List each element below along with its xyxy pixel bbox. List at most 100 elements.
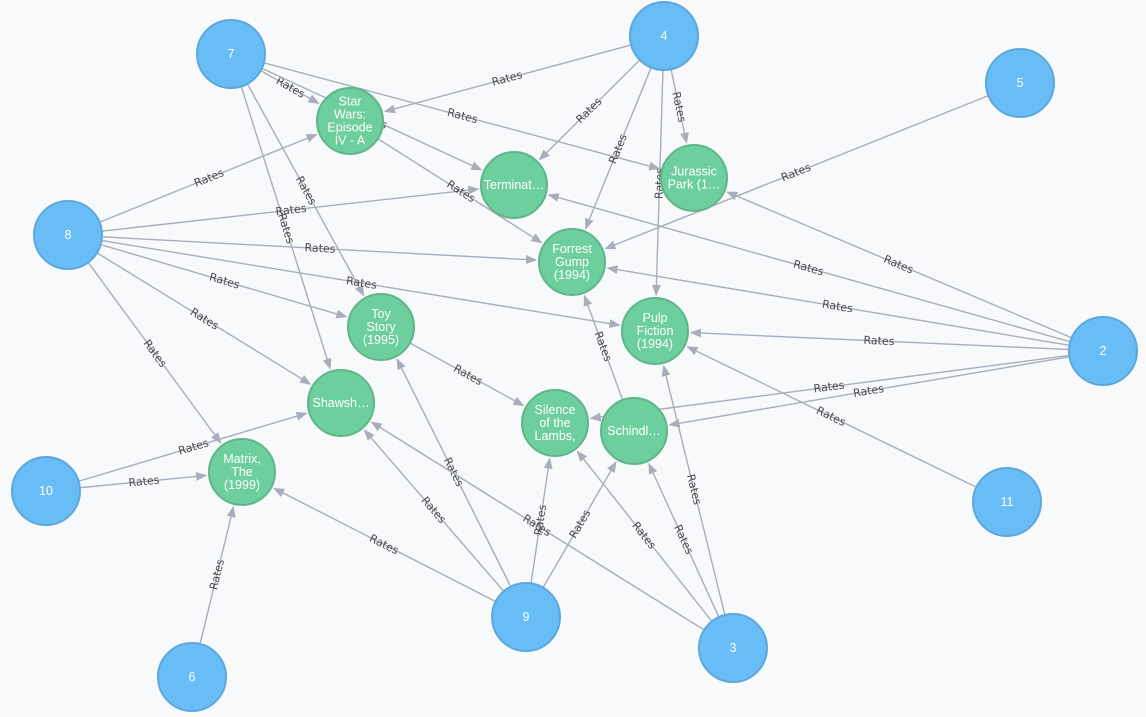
edge-line[interactable] xyxy=(583,294,623,400)
edge-rates-u9-silence[interactable]: Rates xyxy=(530,457,553,583)
node-circle[interactable] xyxy=(521,389,589,457)
edge-line[interactable] xyxy=(247,84,365,297)
edge-line[interactable] xyxy=(378,138,543,244)
edge-line[interactable] xyxy=(604,95,988,250)
node-circle[interactable] xyxy=(347,293,415,361)
edge-line[interactable] xyxy=(576,450,712,621)
user-node-u5[interactable]: 5 xyxy=(985,48,1055,118)
user-node-u9[interactable]: 9 xyxy=(491,582,561,652)
edge-line[interactable] xyxy=(102,185,480,232)
node-circle[interactable] xyxy=(157,642,227,712)
node-circle[interactable] xyxy=(11,456,81,526)
edge-line[interactable] xyxy=(668,356,1069,428)
node-circle[interactable] xyxy=(316,87,384,155)
edge-line[interactable] xyxy=(273,487,496,602)
edge-line[interactable] xyxy=(199,505,236,644)
user-node-u7[interactable]: 7 xyxy=(196,19,266,89)
edge-line[interactable] xyxy=(88,262,222,444)
node-circle[interactable] xyxy=(33,200,103,270)
node-circle[interactable] xyxy=(196,19,266,89)
edge-line[interactable] xyxy=(101,244,348,319)
node-circle[interactable] xyxy=(1068,316,1138,386)
edge-line[interactable] xyxy=(396,358,511,587)
edge-line[interactable] xyxy=(686,346,976,488)
user-node-u8[interactable]: 8 xyxy=(33,200,103,270)
edge-line[interactable] xyxy=(648,462,720,617)
edge-line[interactable] xyxy=(670,70,689,144)
edge-line[interactable] xyxy=(651,70,664,297)
edge-rates-u2-jurassic[interactable]: Rates xyxy=(726,191,1072,339)
edge-rates-u9-matrix[interactable]: Rates xyxy=(273,487,496,602)
node-circle[interactable] xyxy=(480,151,548,219)
node-circle[interactable] xyxy=(985,48,1055,118)
edge-line[interactable] xyxy=(383,44,631,114)
edge-line[interactable] xyxy=(97,252,312,385)
edge-rates-u9-toystory[interactable]: Rates xyxy=(396,358,511,587)
edge-line[interactable] xyxy=(606,265,1069,346)
edge-line[interactable] xyxy=(584,68,652,230)
edge-rates-u7-shawshank[interactable]: Rates xyxy=(240,87,332,370)
edge-rates-u2-schindler[interactable]: Rates xyxy=(668,356,1069,428)
movie-node-terminator[interactable]: Terminat… xyxy=(480,151,548,219)
node-circle[interactable] xyxy=(600,397,668,465)
edge-rates-u7-starwars[interactable]: Rates xyxy=(261,70,320,104)
user-node-u6[interactable]: 6 xyxy=(157,642,227,712)
edge-rates-u4-forrest[interactable]: Rates xyxy=(584,68,652,230)
edge-line[interactable] xyxy=(79,411,308,482)
node-circle[interactable] xyxy=(307,369,375,437)
user-node-u10[interactable]: 10 xyxy=(11,456,81,526)
movie-node-shawshank[interactable]: Shawsh… xyxy=(307,369,375,437)
edge-line[interactable] xyxy=(538,60,640,161)
edge-line[interactable] xyxy=(264,62,661,171)
edge-line[interactable] xyxy=(661,364,726,615)
node-circle[interactable] xyxy=(491,582,561,652)
edge-rates-u3-pulp[interactable]: Rates xyxy=(661,364,726,615)
edge-line[interactable] xyxy=(542,461,617,588)
edge-line[interactable] xyxy=(370,421,704,631)
edge-line[interactable] xyxy=(100,133,318,223)
node-circle[interactable] xyxy=(972,467,1042,537)
node-circle[interactable] xyxy=(629,1,699,71)
edge-rates-u8-forrest[interactable]: Rates xyxy=(102,236,538,265)
edge-line[interactable] xyxy=(726,191,1072,339)
edge-rates-u8-matrix[interactable]: Rates xyxy=(88,262,222,444)
edge-rates-toystory-silence[interactable]: Rates xyxy=(410,342,525,407)
user-node-u4[interactable]: 4 xyxy=(629,1,699,71)
edge-line[interactable] xyxy=(102,239,621,328)
movie-node-matrix[interactable]: Matrix,The(1999) xyxy=(208,438,276,506)
edge-rates-u2-silence[interactable]: Rates xyxy=(589,354,1069,422)
node-circle[interactable] xyxy=(538,228,606,296)
movie-node-schindler[interactable]: Schindl… xyxy=(600,397,668,465)
user-node-u2[interactable]: 2 xyxy=(1068,316,1138,386)
edge-line[interactable] xyxy=(261,70,320,104)
node-circle[interactable] xyxy=(208,438,276,506)
edge-rates-u4-jurassic[interactable]: Rates xyxy=(669,70,689,144)
edge-line[interactable] xyxy=(102,236,538,265)
edge-line[interactable] xyxy=(240,87,332,370)
edge-rates-schindler-forrest[interactable]: Rates xyxy=(583,294,623,400)
edge-line[interactable] xyxy=(589,354,1069,422)
edge-rates-u2-forrest[interactable]: Rates xyxy=(606,265,1069,346)
node-circle[interactable] xyxy=(660,144,728,212)
edge-line[interactable] xyxy=(689,328,1069,351)
edge-rates-u3-schindler[interactable]: Rates xyxy=(648,462,720,617)
edge-line[interactable] xyxy=(547,193,1070,343)
edge-rates-u9-shawshank[interactable]: Rates xyxy=(363,429,504,591)
edge-rates-u8-terminator[interactable]: Rates xyxy=(102,185,480,232)
node-circle[interactable] xyxy=(621,297,689,365)
edge-line[interactable] xyxy=(530,457,553,583)
edge-rates-u6-matrix[interactable]: Rates xyxy=(199,505,236,644)
edge-rates-u11-pulp[interactable]: Rates xyxy=(686,346,976,488)
edge-line[interactable] xyxy=(410,342,525,407)
node-circle[interactable] xyxy=(698,613,768,683)
edge-line[interactable] xyxy=(80,471,208,489)
edge-rates-u8-pulp[interactable]: Rates xyxy=(102,239,621,328)
edge-rates-u2-pulp[interactable]: Rates xyxy=(689,328,1069,351)
edge-rates-u10-matrix[interactable]: Rates xyxy=(80,471,208,490)
